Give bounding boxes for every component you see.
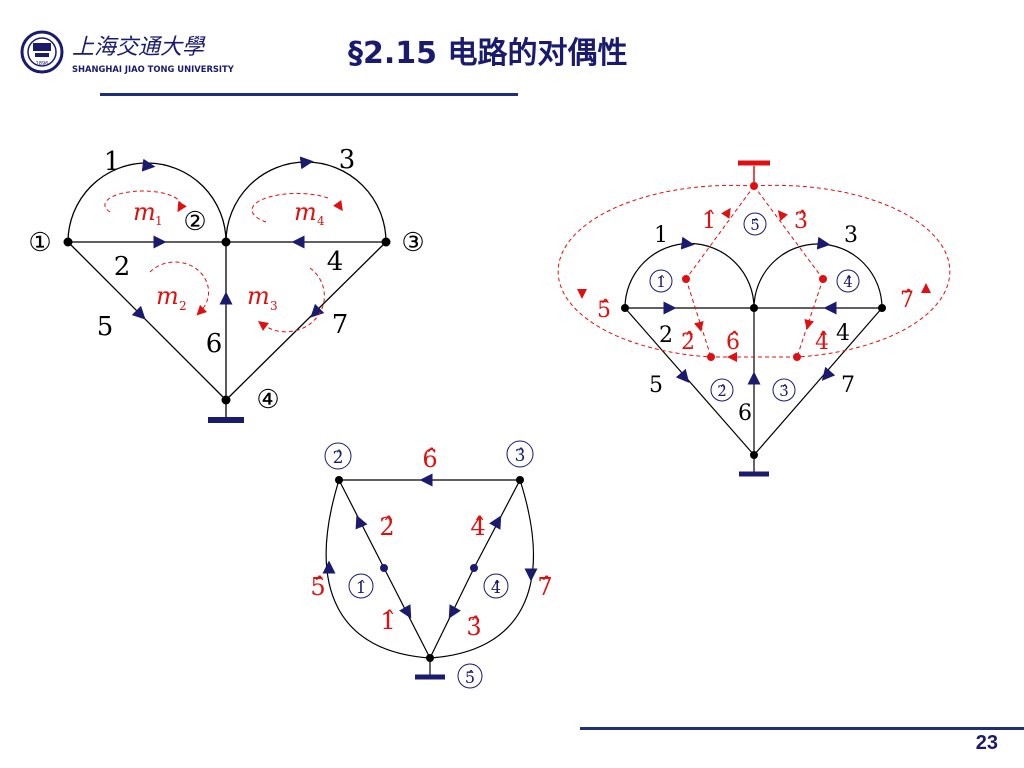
graph-c-node-1: 1̂ [348,573,374,599]
mesh-label-m4: m 4 [294,198,325,228]
mesh-loop-m2 [149,261,210,316]
university-logo: 1896 上海交通大學 SHANGHAI JIAO TONG UNIVERSIT… [20,30,235,74]
graph-c-branch-4: 4̂ [470,513,485,541]
graph-b-branch-2: 2 [659,323,673,348]
graph-b-dual-branch-2: 2̂ [681,330,695,355]
graph-b-branch-5: 5 [649,373,663,398]
graph-b-dual-node-1: 1̂ [649,269,673,293]
graph-a: ① ② ③ ④ 1 2 3 4 5 6 7 m 1 m 4 m 2 m 3 [28,145,425,423]
svg-text:3̂: 3̂ [515,446,526,466]
logo-english-name: SHANGHAI JIAO TONG UNIVERSITY [72,64,235,74]
graph-a-branch-1: 1 [104,147,121,177]
svg-text:m: m [294,198,317,226]
svg-text:1̂: 1̂ [356,578,366,597]
graph-c-node-4: 4̂ [483,573,509,599]
graph-c-node-2: 2̂ [324,442,352,470]
svg-text:4̂: 4̂ [491,578,501,597]
mesh-loop-m4 [251,192,329,223]
graph-c-edge-2 [338,479,385,569]
graph-b-dual-branch-3: 3̂ [794,209,808,234]
svg-text:m: m [133,198,156,226]
svg-text:1̂: 1̂ [656,273,666,291]
graph-b-branch-1: 1 [654,223,668,248]
mesh-label-m3: m 3 [247,282,278,313]
graph-b-dual-branch-4: 4̂ [815,330,829,355]
svg-text:4: 4 [317,214,325,228]
graph-a-branch-7: 7 [332,310,349,340]
graph-b-edge-3 [753,243,883,309]
graph-b-branch-7: 7 [841,373,855,398]
graph-a-branch-4: 4 [327,247,344,277]
graph-b-dual-node-2: 2̂ [710,378,734,402]
graph-c-node-3: 3̂ [506,440,534,468]
svg-text:m: m [156,282,179,310]
svg-text:4̂: 4̂ [843,273,853,291]
graph-c-node-5: 5̂ [457,663,483,689]
graph-c-branch-6: 6̂ [422,445,437,473]
graph-c-branch-3: 3̂ [466,613,481,641]
graph-a-branch-6: 6 [206,329,223,359]
mesh-loop-m1 [104,190,187,213]
logo-year: 1896 [36,61,49,67]
mesh-label-m1: m 1 [133,198,163,228]
svg-text:3̂: 3̂ [779,382,789,400]
footer-rule [580,727,1024,730]
graph-b-edge-5 [624,307,755,456]
graph-b-branch-3: 3 [844,223,858,248]
graph-b: 1 2 3 4 5 6 7 1̂ [557,160,951,477]
graph-b-branch-4: 4 [836,321,850,346]
graph-b-dual-node-3: 3̂ [772,378,796,402]
graph-a-edge-7 [225,241,387,401]
graph-b-dual-node-4: 4̂ [836,269,860,293]
graph-b-dual-edge-1 [685,185,755,280]
graph-c-branch-1: 1̂ [380,607,395,635]
graph-b-dual-branch-7: 7̂ [900,288,914,313]
svg-text:5̂: 5̂ [750,216,760,234]
graph-b-dual-branch-1: 1̂ [702,209,716,234]
graph-c-branch-7: 7̂ [537,573,552,601]
graph-b-dual-edge-3 [753,185,824,280]
page-title: §2.15 电路的对偶性 [348,36,628,71]
graph-a-edge-5 [67,241,227,401]
graph-b-edge-1 [624,242,755,309]
graph-c: 1̂ 2̂ 3̂ 4̂ 5̂ 1̂ 2̂ 3̂ 4̂ 5̂ 6̂ 7̂ [310,440,553,689]
graph-a-node-3: ③ [401,228,424,258]
svg-text:2̂: 2̂ [717,382,727,400]
graph-a-branch-3: 3 [339,145,356,175]
page-number: 23 [975,732,998,754]
svg-text:m: m [247,282,270,310]
graph-a-node-4: ④ [256,385,279,415]
graph-a-branch-5: 5 [97,312,114,342]
graph-c-branch-5: 5̂ [310,573,325,601]
graph-b-branch-6: 6 [738,401,752,426]
graph-c-edge-7 [429,479,534,659]
svg-text:2: 2 [179,299,187,313]
graph-b-dual-branch-5: 5̂ [597,298,611,323]
graph-b-dual-node-5: 5̂ [743,212,767,236]
logo-seal-icon [20,30,64,74]
svg-text:5̂: 5̂ [465,668,475,687]
svg-text:2̂: 2̂ [333,448,344,468]
svg-text:1: 1 [155,214,163,228]
graph-a-arrow-1 [141,158,156,172]
graph-a-branch-2: 2 [114,252,131,282]
mesh-label-m2: m 2 [156,282,187,313]
svg-text:3: 3 [270,299,278,313]
graph-c-edge-5 [325,479,431,659]
graph-b-edge-7 [753,307,883,456]
mesh-loop-m3 [257,267,325,333]
graph-c-branch-2: 2̂ [379,513,394,541]
title-underline [100,93,518,96]
logo-chinese-name: 上海交通大學 [72,35,206,60]
graph-b-dual-branch-6: 6̂ [726,330,740,355]
graph-a-node-1: ① [28,228,51,258]
graph-a-node-2: ② [183,207,206,237]
